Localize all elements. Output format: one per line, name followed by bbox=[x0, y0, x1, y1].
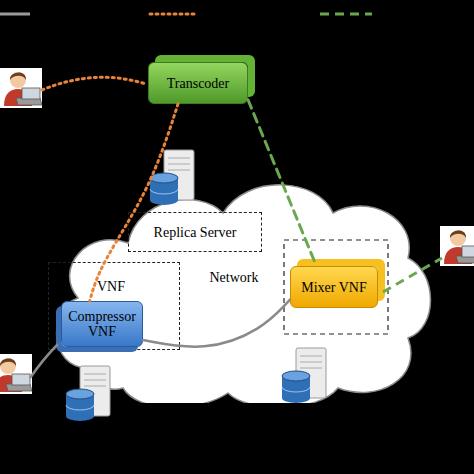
node-label: Transcoder bbox=[167, 76, 229, 91]
user-icon bbox=[0, 68, 42, 108]
node-label: VNF bbox=[89, 279, 133, 294]
legend-line-dotted bbox=[150, 13, 196, 16]
mixer-box: Mixer VNF bbox=[290, 266, 378, 308]
user-icon bbox=[440, 226, 474, 266]
legend-line-dashed bbox=[320, 13, 372, 16]
vnf-region: VNF Compressor VNF bbox=[48, 262, 180, 350]
node-label: Replica Server bbox=[154, 225, 237, 240]
legend-line-solid bbox=[0, 13, 30, 16]
node-label: Compressor VNF bbox=[62, 309, 142, 339]
compressor-box: Compressor VNF bbox=[61, 301, 143, 347]
cloud-shape bbox=[57, 185, 431, 403]
node-label: Mixer VNF bbox=[301, 280, 366, 295]
transcoder-box: Transcoder bbox=[148, 62, 248, 104]
user-link bbox=[42, 77, 146, 90]
network-cloud: Network Replica ServerVNF Compressor VNF Mi… bbox=[48, 168, 433, 403]
node-label: Network bbox=[194, 270, 274, 285]
replica-region: Replica Server bbox=[128, 212, 262, 252]
server-icon bbox=[150, 150, 194, 205]
user-icon bbox=[0, 354, 32, 394]
